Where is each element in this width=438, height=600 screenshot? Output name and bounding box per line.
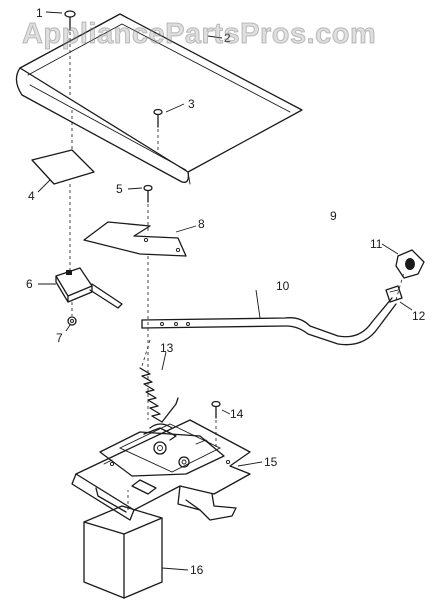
callout-labels: 1 2 3 4 5 6 7 8 9 10 11 12 13 14 15 16 — [26, 6, 426, 577]
part-8-bracket — [83, 221, 187, 420]
part-11-knob — [395, 249, 425, 279]
callout-2: 2 — [224, 31, 231, 45]
part-15-base-plate — [71, 419, 251, 521]
callout-10: 10 — [276, 279, 290, 293]
part-4-gasket — [31, 110, 95, 270]
callout-12: 12 — [412, 309, 426, 323]
part-12-clip — [385, 285, 403, 303]
callout-9: 9 — [330, 209, 337, 223]
callout-14: 14 — [230, 407, 244, 421]
callout-3: 3 — [188, 97, 195, 111]
part-6-switch — [55, 267, 123, 316]
part-10-rod — [141, 271, 405, 346]
callout-15: 15 — [264, 455, 278, 469]
part-2-cover-panel — [15, 13, 303, 185]
callout-1: 1 — [36, 6, 43, 20]
part-3-screw — [153, 108, 163, 150]
part-5-screw — [143, 184, 153, 232]
part-1-screw — [64, 10, 76, 95]
callout-13: 13 — [160, 341, 174, 355]
part-16-box — [83, 490, 163, 599]
part-7-nut — [67, 316, 77, 326]
part-14-screw — [211, 400, 221, 448]
callout-11: 11 — [370, 237, 383, 251]
callout-4: 4 — [28, 189, 35, 203]
leader-lines — [37, 11, 413, 571]
callout-5: 5 — [116, 182, 123, 196]
callout-16: 16 — [190, 563, 204, 577]
callout-6: 6 — [26, 277, 33, 291]
callout-8: 8 — [198, 217, 205, 231]
watermark: AppliancePartsPros.com — [21, 18, 377, 51]
callout-7: 7 — [56, 331, 63, 345]
part-13-spring — [139, 339, 179, 423]
